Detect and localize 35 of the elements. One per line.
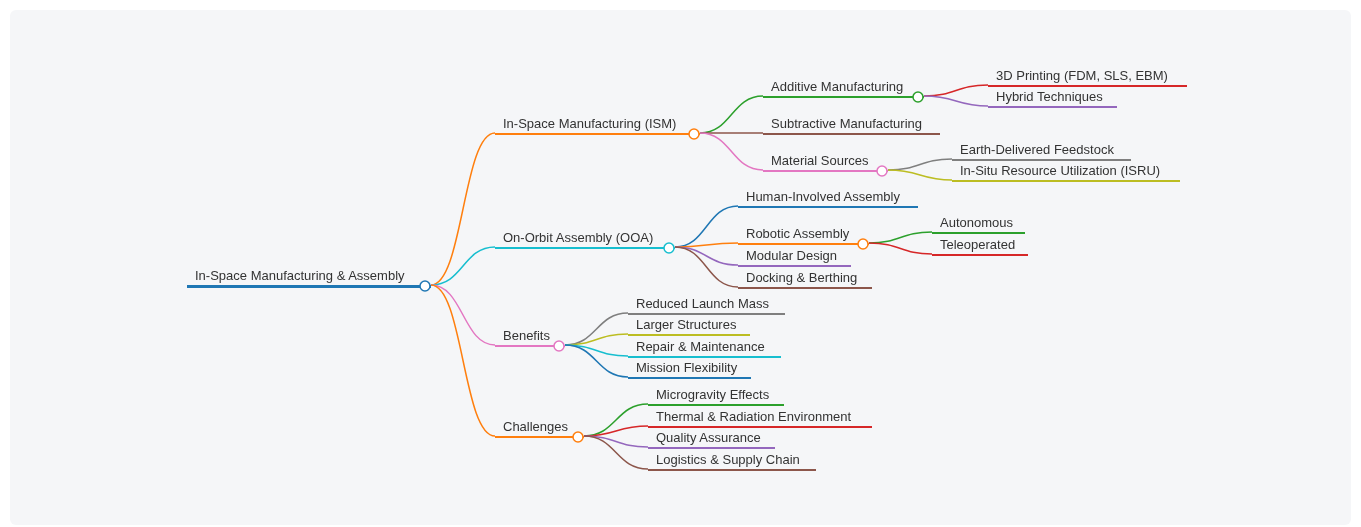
topic-label: Thermal & Radiation Environment <box>656 409 852 425</box>
connector-curve <box>564 344 629 378</box>
topic-label: Reduced Launch Mass <box>636 296 769 312</box>
topic-label: Docking & Berthing <box>746 270 858 286</box>
topic-label: Autonomous <box>940 215 1013 231</box>
connector-curve <box>430 246 496 286</box>
topic-label: In-Situ Resource Utilization (ISRU) <box>960 163 1161 179</box>
topic-label: Mission Flexibility <box>636 360 738 376</box>
topic-label: Subtractive Manufacturing <box>771 116 923 132</box>
connector-curve <box>887 169 953 181</box>
topic-label: Logistics & Supply Chain <box>656 452 800 468</box>
topic-label: Additive Manufacturing <box>771 79 904 95</box>
topic-label: On-Orbit Assembly (OOA) <box>503 230 654 246</box>
topic-label: Hybrid Techniques <box>996 89 1103 105</box>
connector-curve <box>868 242 933 255</box>
topic-label: Human-Involved Assembly <box>746 189 900 205</box>
topic-label: Teleoperated <box>940 237 1016 253</box>
topic-label: In-Space Manufacturing & Assembly <box>195 268 405 284</box>
topic-label: Earth-Delivered Feedstock <box>960 142 1114 158</box>
topic-label: Challenges <box>503 419 569 435</box>
topic-label: Larger Structures <box>636 317 737 333</box>
topic-label: 3D Printing (FDM, SLS, EBM) <box>996 68 1168 84</box>
connector-curve <box>583 435 649 470</box>
topic-label: Benefits <box>503 328 550 344</box>
topic-label: Robotic Assembly <box>746 226 850 242</box>
topic-label: Material Sources <box>771 153 869 169</box>
connector-curve <box>699 132 764 171</box>
topic-label: In-Space Manufacturing (ISM) <box>503 116 677 132</box>
connector-curve <box>430 284 496 437</box>
topic-label: Modular Design <box>746 248 838 264</box>
topic-label: Quality Assurance <box>656 430 761 446</box>
connector-curve <box>923 95 989 107</box>
topic-label: Microgravity Effects <box>656 387 770 403</box>
connector-curve <box>674 246 739 288</box>
topic-label: Repair & Maintenance <box>636 339 765 355</box>
